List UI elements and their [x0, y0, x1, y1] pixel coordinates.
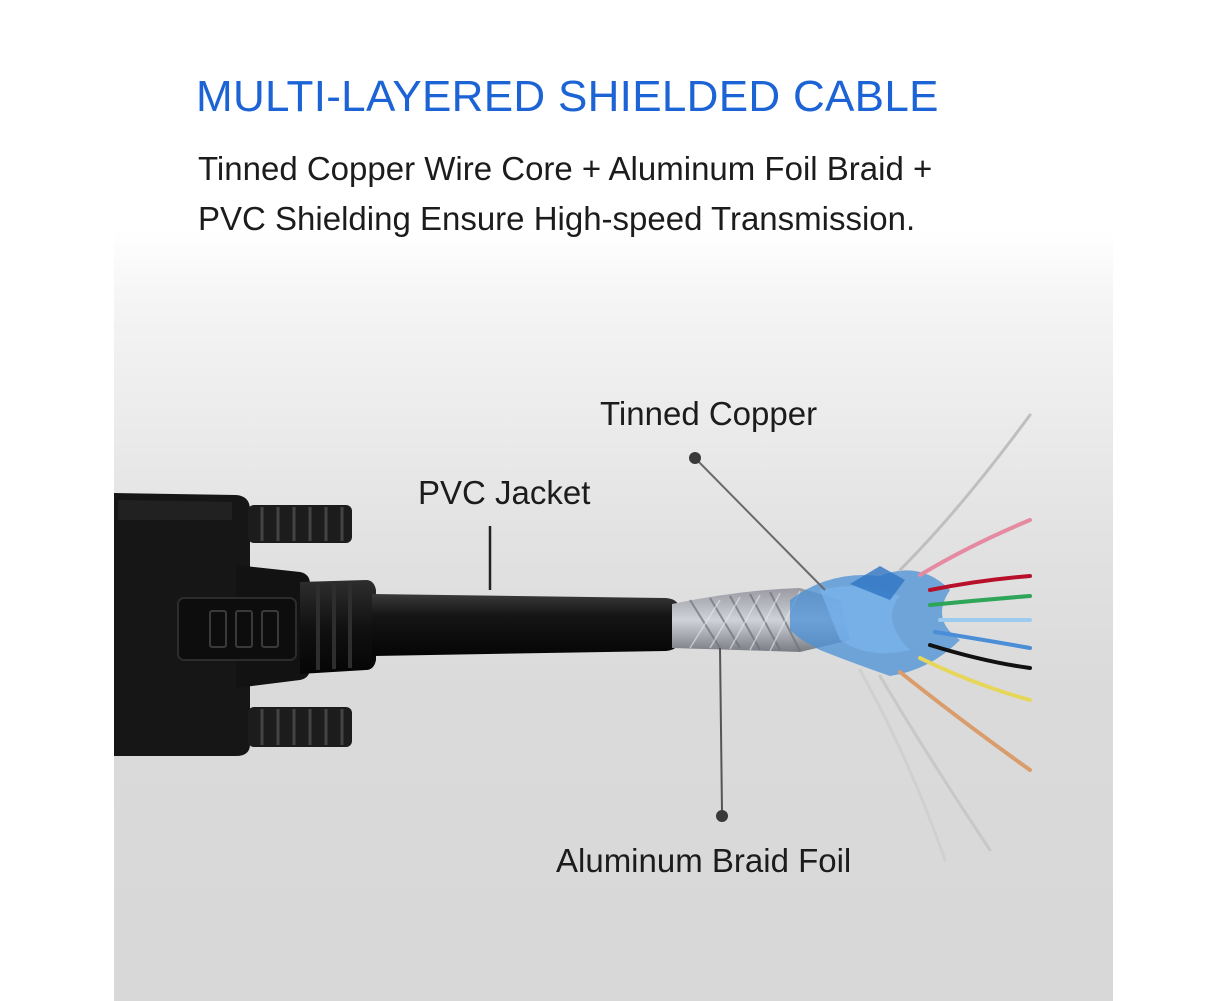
label-aluminum-braid-foil: Aluminum Braid Foil — [556, 842, 852, 879]
subtitle-line-1: Tinned Copper Wire Core + Aluminum Foil … — [198, 150, 933, 187]
label-tinned-copper: Tinned Copper — [600, 395, 818, 432]
thumbscrew-top — [248, 505, 352, 543]
aluminum-foil — [790, 566, 960, 676]
page-title: MULTI-LAYERED SHIELDED CABLE — [196, 72, 939, 121]
page-subtitle: Tinned Copper Wire Core + Aluminum Foil … — [198, 144, 932, 244]
thumbscrew-bottom — [248, 707, 352, 747]
subtitle-line-2: PVC Shielding Ensure High-speed Transmis… — [198, 200, 916, 237]
vga-connector — [114, 493, 310, 756]
pvc-jacket — [372, 594, 680, 656]
strain-relief-boot — [300, 580, 376, 674]
callout-leaders — [488, 452, 826, 822]
label-pvc-jacket: PVC Jacket — [418, 474, 591, 511]
copper-wires — [858, 413, 1032, 862]
